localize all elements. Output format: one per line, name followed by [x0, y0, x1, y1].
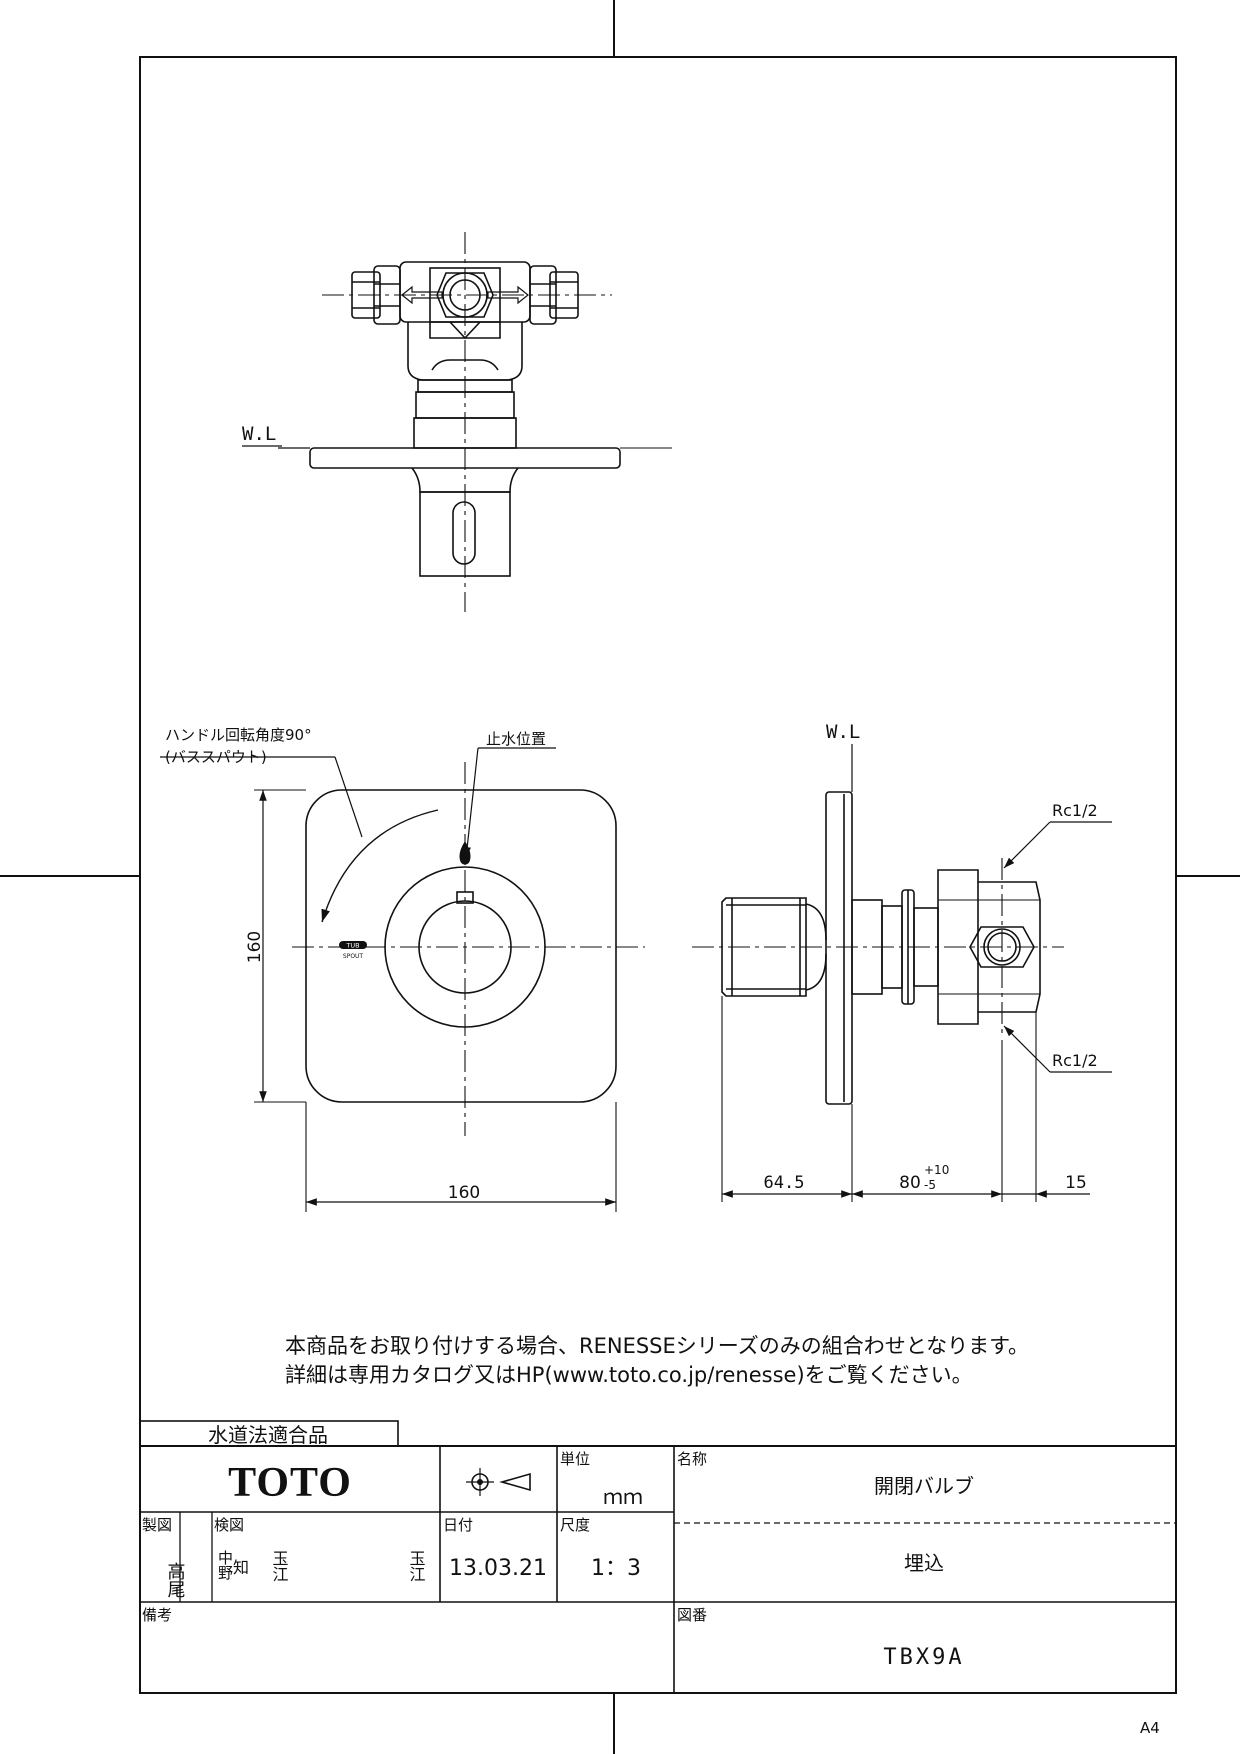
svg-text:TUB: TUB — [345, 942, 359, 950]
depth-dim-tol-plus: +10 — [924, 1163, 949, 1177]
shutoff-indicator-dot — [459, 841, 471, 865]
side-view-wl-label: W.L — [826, 721, 860, 743]
front-plate — [305, 789, 617, 1103]
thread-leader-lower — [1003, 1025, 1051, 1073]
brand-logo: TOTO — [228, 1460, 352, 1506]
depth-dim-value-2: 80 — [899, 1173, 921, 1193]
scale-label: 尺度 — [560, 1516, 590, 1534]
shutoff-position-label: 止水位置 — [486, 730, 546, 748]
unit-value: ｍｍ — [603, 1485, 643, 1509]
note-line-1: 本商品をお取り付けする場合、RENESSEシリーズのみの組合わせとなります。 — [285, 1334, 1029, 1358]
rotation-note-line-1: ハンドル回転角度90° — [165, 726, 312, 744]
remarks-label: 備考 — [142, 1606, 172, 1624]
unit-label: 単位 — [560, 1450, 590, 1468]
thread-label-lower: Rc1/2 — [1052, 1051, 1098, 1070]
checked-label: 検図 — [214, 1516, 244, 1534]
front-height-dim-value: 160 — [245, 931, 265, 963]
thread-leader-upper — [1003, 821, 1051, 869]
top-view — [278, 232, 672, 612]
rotation-note-line-2: (バススパウト) — [165, 748, 267, 766]
rotation-note-leader — [334, 756, 363, 838]
product-type: 埋込 — [904, 1551, 944, 1575]
checked-by-1: 中野 — [216, 1550, 234, 1580]
front-width-dim-value: 160 — [448, 1183, 480, 1203]
checked-by-2: 知 — [233, 1558, 249, 1577]
drawing-number-label: 図番 — [677, 1606, 707, 1624]
front-view — [160, 747, 645, 1212]
scale-value: 1：3 — [591, 1556, 641, 1581]
top-view-wl-label: W.L — [242, 423, 276, 445]
drawn-label: 製図 — [142, 1516, 172, 1534]
sheet-size: A4 — [1140, 1719, 1160, 1737]
handle-ring-outer — [384, 866, 546, 1028]
thread-label-upper: Rc1/2 — [1052, 801, 1098, 820]
certification-label: 水道法適合品 — [208, 1423, 328, 1447]
drawing-number: TBX9A — [883, 1645, 964, 1670]
depth-dim-tol-minus: -5 — [924, 1178, 936, 1192]
svg-text:SPOUT: SPOUT — [343, 953, 364, 960]
date-value: 13.03.21 — [449, 1556, 547, 1581]
tub-spout-mark: TUB SPOUT — [339, 941, 367, 960]
date-label: 日付 — [443, 1516, 473, 1534]
note-line-2: 詳細は専用カタログ又はHP(www.toto.co.jp/renesse)をご覧… — [285, 1363, 973, 1387]
name-label: 名称 — [677, 1450, 707, 1468]
checked-by-4: 玉江 — [407, 1550, 426, 1582]
depth-dim-value-1: 64.5 — [764, 1173, 805, 1193]
side-view — [692, 744, 1112, 1202]
handle-ring-inner — [418, 900, 512, 994]
rotation-arrow — [321, 809, 439, 923]
depth-dim-value-3: 15 — [1065, 1173, 1087, 1193]
product-name: 開閉バルブ — [874, 1474, 974, 1498]
handle-index-notch — [456, 891, 474, 904]
title-block — [139, 1420, 1176, 1693]
drawn-by: 高尾 — [165, 1562, 186, 1598]
checked-by-3: 玉江 — [270, 1550, 289, 1582]
shutoff-leader — [463, 747, 479, 859]
